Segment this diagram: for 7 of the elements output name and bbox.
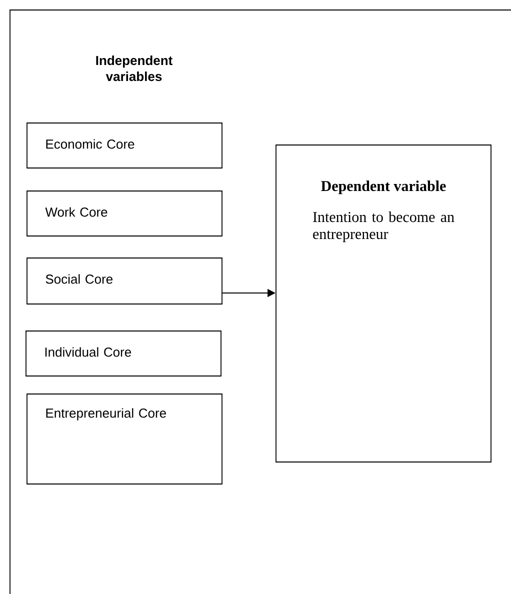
variable-box: Individual Core bbox=[26, 330, 222, 376]
variable-box: Economic Core bbox=[26, 122, 222, 168]
variable-box: Social Core bbox=[26, 258, 222, 304]
variable-box: Entrepreneurial Core bbox=[26, 394, 222, 484]
variable-box: Work Core bbox=[26, 190, 222, 236]
heading: Independent variables bbox=[96, 56, 172, 82]
variable-box: Dependent variable Intention to become an entrepreneur bbox=[276, 144, 492, 462]
